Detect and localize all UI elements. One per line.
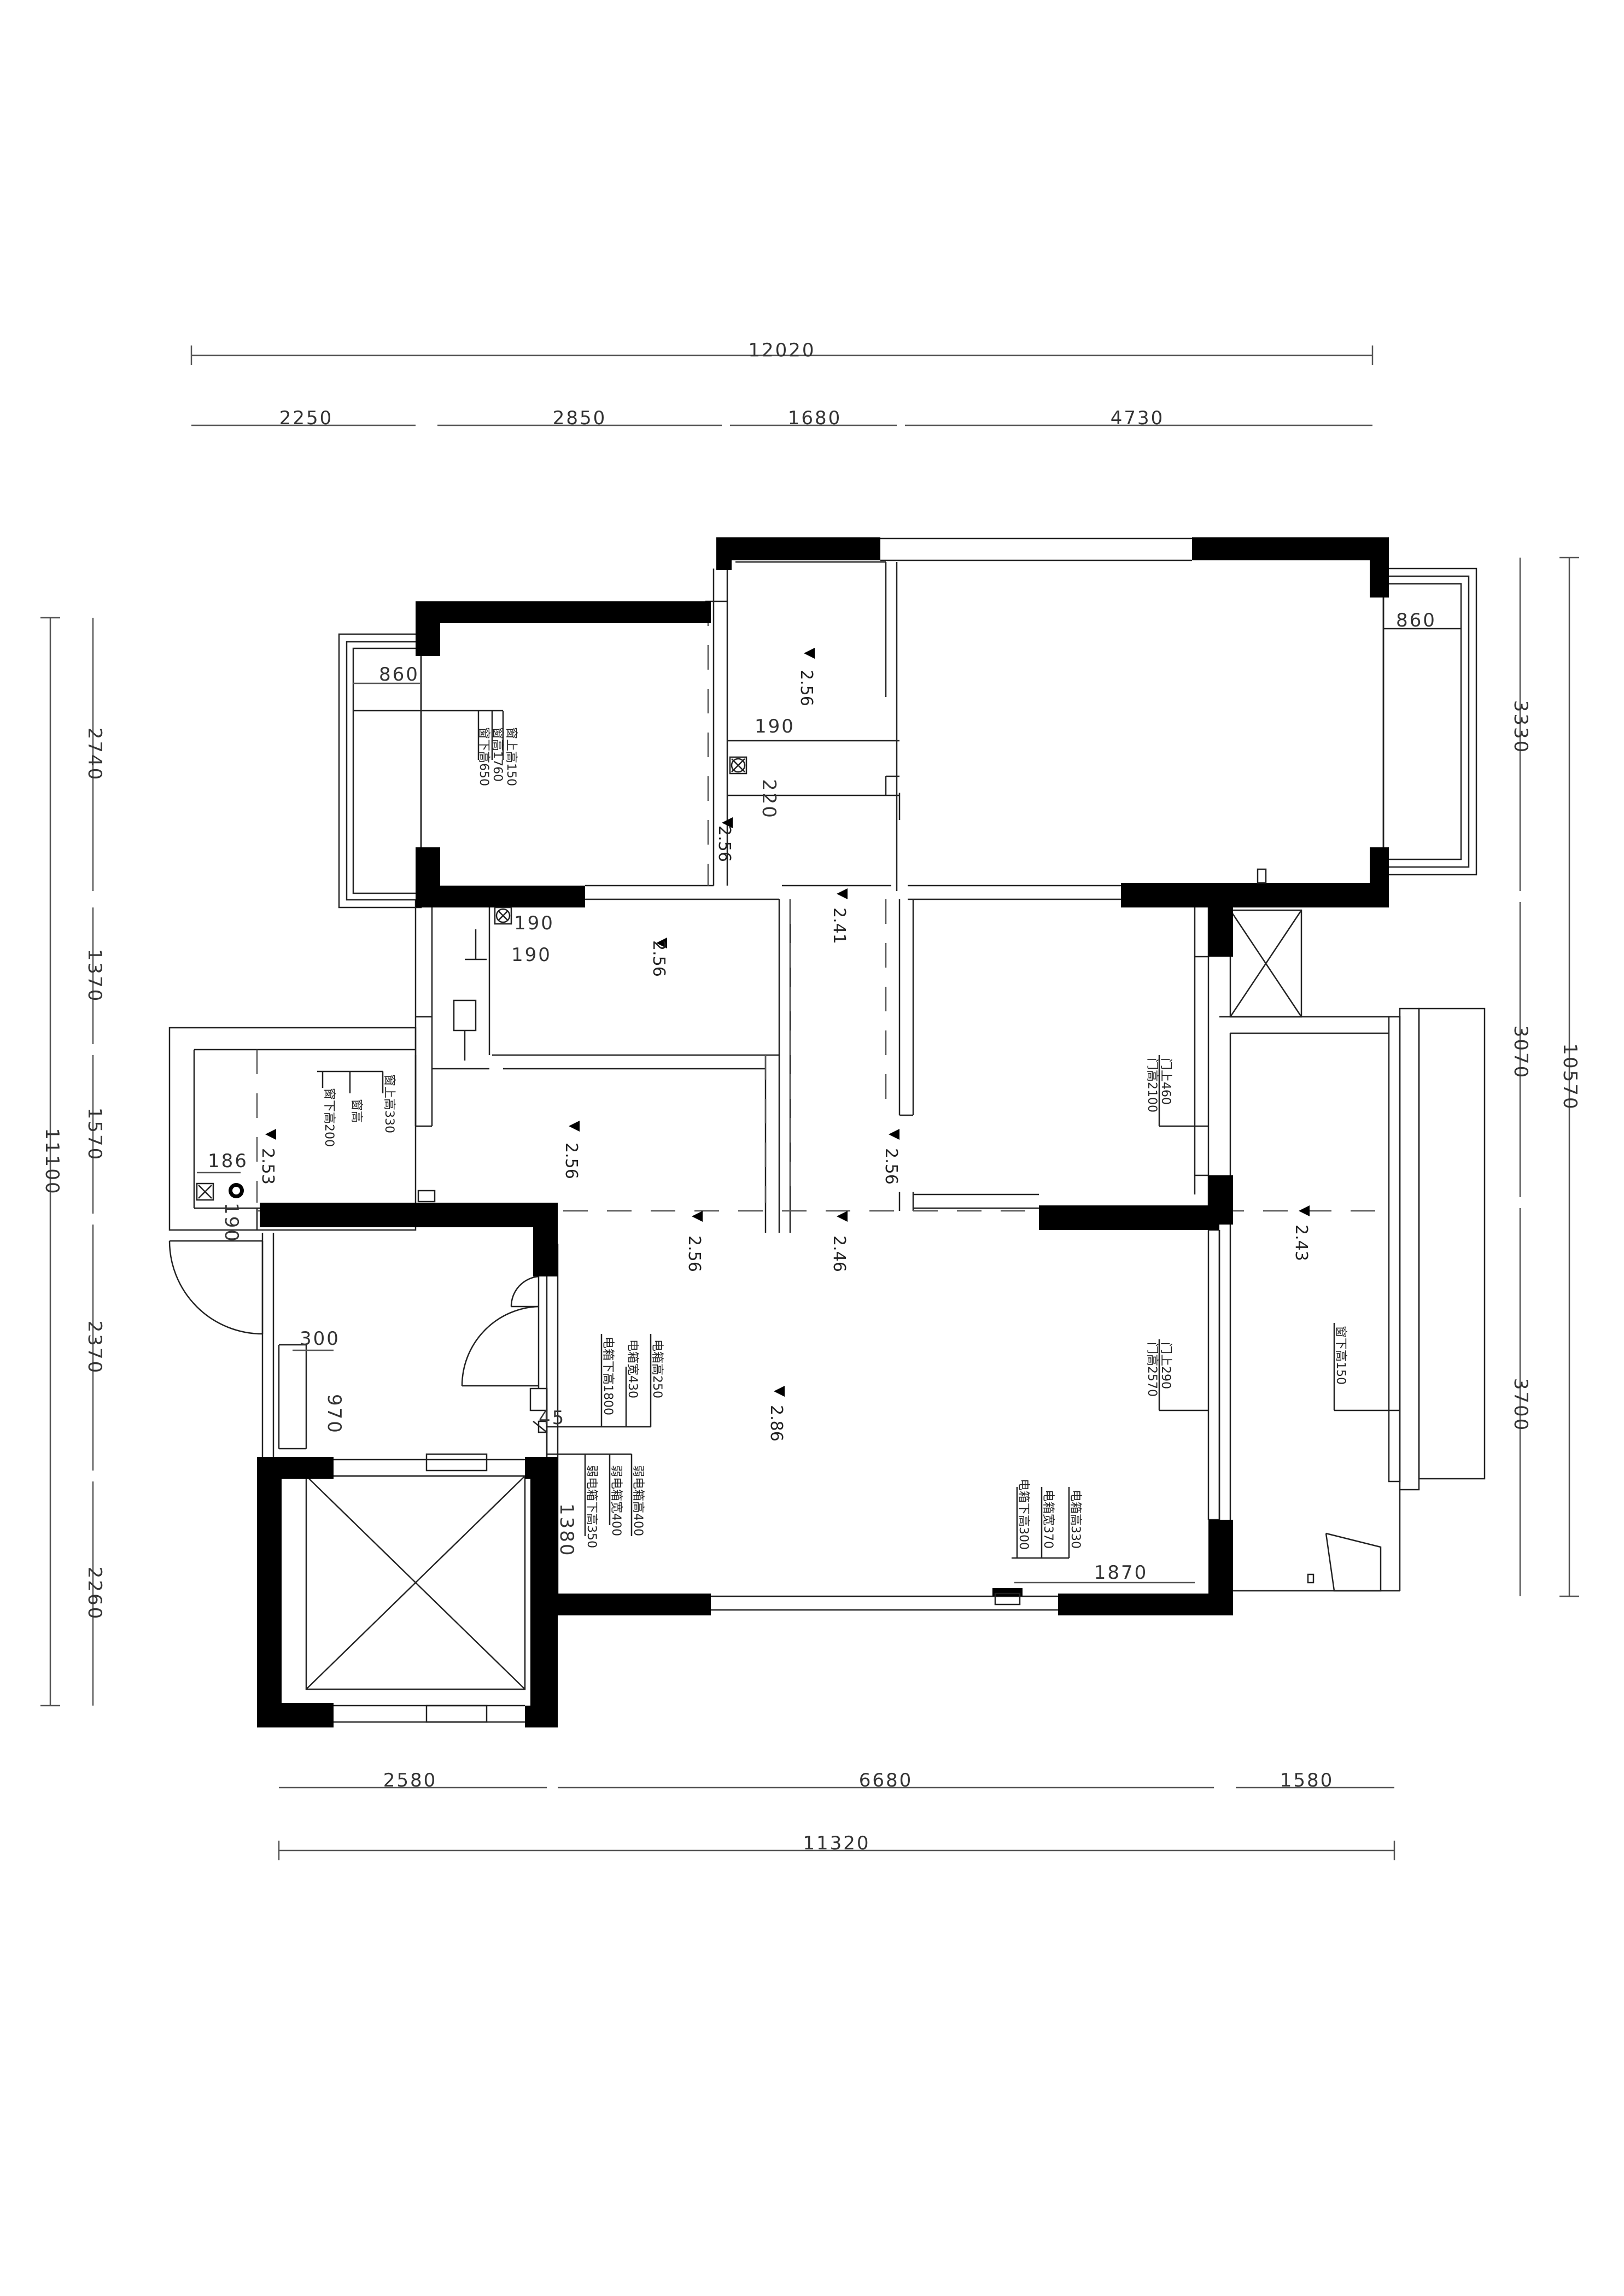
level-markers: 2.56 2.56 2.56 2.41 2.56 2.53 2.56 2.56 … bbox=[258, 648, 1311, 1442]
dim-left-seg-4: 2370 bbox=[84, 1321, 106, 1375]
dim-left-seg-1: 2740 bbox=[84, 728, 106, 782]
dim-970: 970 bbox=[323, 1394, 345, 1434]
dim-top-seg-4: 4730 bbox=[1111, 407, 1165, 429]
dim-1870: 1870 bbox=[1094, 1562, 1148, 1584]
dim-left-seg-3: 1570 bbox=[84, 1108, 106, 1162]
dim-bottom-total: 11320 bbox=[803, 1832, 870, 1854]
right-dimension-lines: 3330 3070 3700 10570 bbox=[1510, 557, 1581, 1597]
dim-190-b: 190 bbox=[514, 912, 554, 934]
note-elec-b-bottom: 电箱下高300 bbox=[1017, 1479, 1030, 1550]
dim-300: 300 bbox=[300, 1328, 340, 1350]
note-weak-width: 弱电箱宽400 bbox=[609, 1465, 623, 1536]
door-swings bbox=[168, 1240, 539, 1387]
dim-1380: 1380 bbox=[556, 1503, 577, 1557]
level-marker: 2.43 bbox=[1292, 1225, 1311, 1261]
load-bearing-walls bbox=[257, 537, 1389, 1727]
top-dimension-lines: 12020 2250 2850 1680 4730 bbox=[190, 339, 1374, 429]
dim-left-window-860: 860 bbox=[379, 664, 419, 686]
dim-right-seg-3: 3700 bbox=[1510, 1378, 1532, 1432]
note-elec-a-bottom: 电箱下高1800 bbox=[601, 1337, 615, 1415]
note-elec-b-width: 电箱宽370 bbox=[1041, 1490, 1055, 1549]
level-marker: 2.56 bbox=[715, 825, 734, 862]
dim-top-seg-1: 2250 bbox=[279, 407, 334, 429]
dim-left-total: 11100 bbox=[41, 1128, 63, 1195]
note-bed-window-top: 窗上高150 bbox=[504, 727, 518, 786]
dim-top-total: 12020 bbox=[748, 339, 815, 361]
note-weak-height: 弱电箱高400 bbox=[631, 1465, 645, 1536]
level-marker: 2.56 bbox=[881, 1148, 901, 1185]
drain-icon bbox=[729, 756, 747, 775]
dim-top-seg-3: 1680 bbox=[788, 407, 842, 429]
dim-top-seg-2: 2850 bbox=[553, 407, 607, 429]
dim-190-a: 190 bbox=[755, 716, 795, 737]
left-bay-window: 860 bbox=[338, 633, 422, 909]
dim-45: 45 bbox=[539, 1407, 565, 1429]
note-balcony-window-bottom: 窗下高200 bbox=[322, 1088, 336, 1147]
dim-right-seg-2: 3070 bbox=[1510, 1026, 1532, 1080]
note-window-c-bottom: 窗下高150 bbox=[1334, 1326, 1347, 1385]
dim-220: 220 bbox=[758, 779, 780, 819]
bottom-dimension-lines: 2580 6680 1580 11320 bbox=[278, 1770, 1395, 1860]
dim-bottom-seg-1: 2580 bbox=[383, 1770, 437, 1791]
note-balcony-window-height: 窗高 bbox=[349, 1099, 363, 1123]
note-door-a-height: 门高2100 bbox=[1145, 1058, 1159, 1112]
local-dimensions: 190 220 190 190 186 190 300 970 45 1380 … bbox=[197, 716, 1195, 1584]
level-marker: 2.56 bbox=[797, 670, 816, 706]
dim-190-c: 190 bbox=[511, 944, 552, 966]
dim-left-seg-2: 1370 bbox=[84, 949, 106, 1003]
dim-right-total: 10570 bbox=[1559, 1043, 1581, 1110]
level-marker: 2.56 bbox=[649, 940, 668, 977]
note-weak-bottom: 弱电箱下高350 bbox=[585, 1465, 598, 1548]
note-elec-b-height: 电箱高330 bbox=[1068, 1490, 1082, 1549]
dim-right-window-860: 860 bbox=[1396, 610, 1436, 631]
dim-right-seg-1: 3330 bbox=[1510, 700, 1532, 754]
level-marker: 2.56 bbox=[685, 1235, 704, 1272]
left-dimension-lines: 11100 2740 1370 1570 2370 2260 bbox=[40, 617, 106, 1707]
right-bay-window: 860 bbox=[1382, 567, 1477, 876]
level-marker: 2.86 bbox=[767, 1405, 786, 1442]
note-door-a-top: 门上460 bbox=[1159, 1058, 1172, 1105]
level-marker: 2.46 bbox=[829, 1235, 849, 1272]
annotation-notes: 窗上高150 窗高1760 窗下高650 窗上高330 窗高 窗下高200 门上… bbox=[317, 710, 1400, 1559]
dim-186: 186 bbox=[208, 1150, 248, 1172]
fixtures bbox=[196, 756, 747, 1433]
dim-190-d: 190 bbox=[220, 1203, 242, 1243]
note-elec-a-width: 电箱宽430 bbox=[626, 1339, 639, 1398]
note-elec-a-height: 电箱高250 bbox=[650, 1339, 664, 1398]
level-marker: 2.56 bbox=[562, 1143, 581, 1179]
dim-bottom-seg-3: 1580 bbox=[1280, 1770, 1334, 1791]
dim-left-seg-5: 2260 bbox=[84, 1567, 106, 1621]
level-marker: 2.53 bbox=[258, 1148, 277, 1185]
note-door-b-top: 门上290 bbox=[1159, 1342, 1172, 1389]
note-bed-window-bottom: 窗下高650 bbox=[477, 727, 490, 786]
drain-icon bbox=[196, 1182, 214, 1201]
dim-bottom-seg-2: 6680 bbox=[859, 1770, 913, 1791]
note-door-b-height: 门高2570 bbox=[1145, 1342, 1159, 1397]
level-marker: 2.41 bbox=[829, 907, 849, 944]
note-bed-window-height: 窗高1760 bbox=[490, 727, 504, 782]
drain-icon bbox=[494, 906, 512, 925]
note-balcony-window-top: 窗上高330 bbox=[382, 1074, 396, 1133]
interior-walls bbox=[168, 537, 1486, 1723]
